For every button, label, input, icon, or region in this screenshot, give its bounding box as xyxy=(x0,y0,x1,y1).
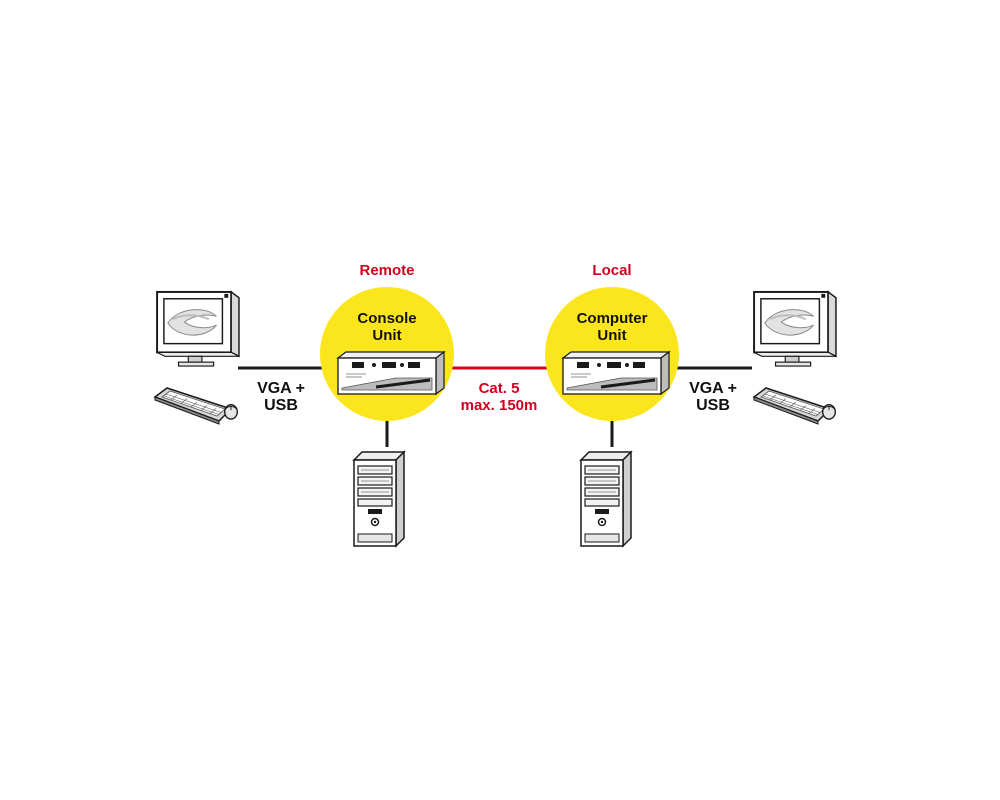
pc-tower-icon xyxy=(580,451,632,547)
computer-unit-label: Computer Unit xyxy=(552,310,672,344)
console-unit-label-line2: Unit xyxy=(372,327,402,344)
keyboard-icon xyxy=(154,387,232,425)
cat5-link-label: Cat. 5 max. 150m xyxy=(439,380,559,414)
local-cable-label-line1: VGA + xyxy=(689,380,737,397)
computer-unit-label-line2: Unit xyxy=(597,327,627,344)
kvm-extender-box-icon xyxy=(561,350,671,395)
remote-cable-label: VGA + USB xyxy=(231,380,331,414)
monitor-icon xyxy=(753,290,837,368)
console-unit-label: Console Unit xyxy=(327,310,447,344)
local-cable-label-line2: USB xyxy=(696,397,730,414)
pc-tower-icon xyxy=(353,451,405,547)
remote-cable-label-line2: USB xyxy=(264,397,298,414)
kvm-extender-box-icon xyxy=(336,350,446,395)
mouse-icon xyxy=(822,404,836,420)
console-unit-label-line1: Console xyxy=(357,310,417,327)
monitor-icon xyxy=(156,290,240,368)
cat5-link-label-line1: Cat. 5 xyxy=(478,380,520,397)
computer-unit-label-line1: Computer xyxy=(576,310,648,327)
cat5-link-label-line2: max. 150m xyxy=(460,397,538,414)
remote-heading: Remote xyxy=(359,262,415,279)
remote-cable-label-line1: VGA + xyxy=(257,380,305,397)
local-cable-label: VGA + USB xyxy=(663,380,763,414)
keyboard-icon xyxy=(753,387,831,425)
local-heading: Local xyxy=(592,262,632,279)
